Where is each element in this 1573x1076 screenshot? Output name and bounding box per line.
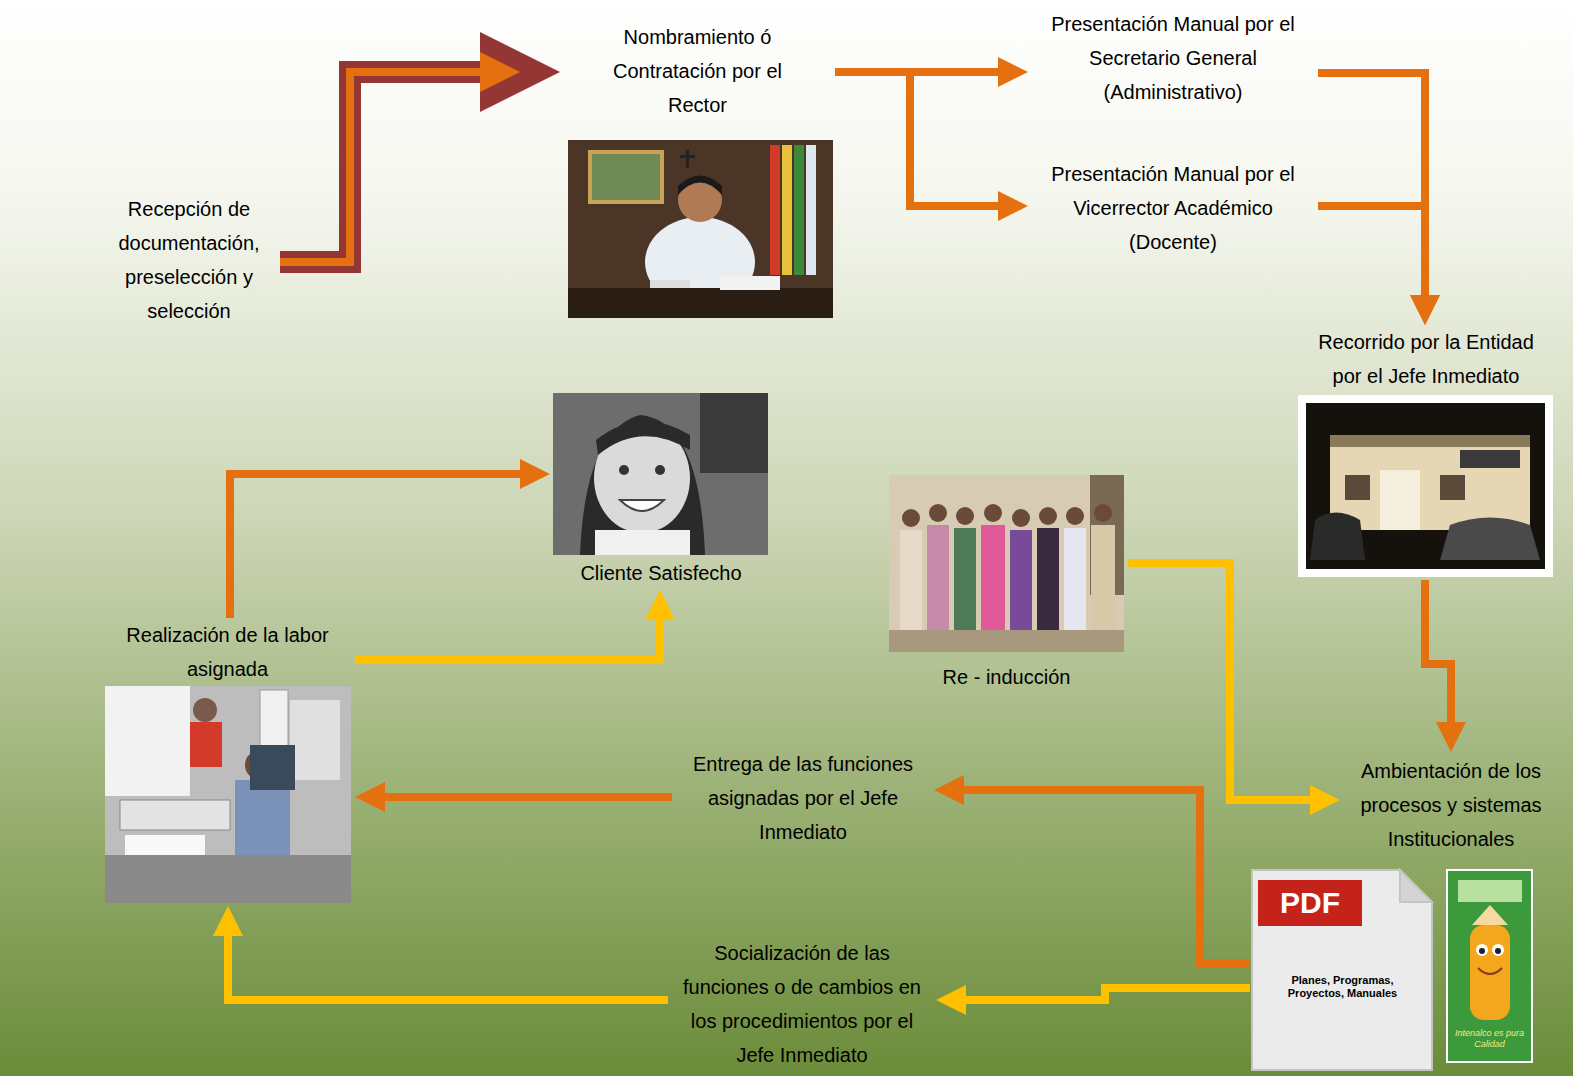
flow-arrow [964,790,1250,963]
process-photo-box: Realización de la labor asignada [100,618,355,906]
node-label: Entrega de las funciones asignadas por e… [686,747,921,849]
node-label: Cliente Satisfecho [556,556,766,590]
arrow-line [835,72,998,206]
quality-pencil-logo [1447,870,1532,1062]
node-label: Realización de la labor asignada [113,618,343,686]
node-label: Presentación Manual por el Secretario Ge… [1036,7,1311,109]
process-photo-box: Nombramiento ó Contratación por el Recto… [560,20,835,320]
process-text: Presentación Manual por el Secretario Ge… [1028,5,1318,111]
process-text: Entrega de las funciones asignadas por e… [672,745,934,851]
result-photo-box: Cliente Satisfecho [550,390,772,590]
node-label: Recepción de documentación, preselección… [101,192,277,328]
flow-arrow [1318,73,1425,295]
label-holder: Intenalco es pura Calidad [1449,1028,1530,1050]
office-photo [105,686,351,903]
node-body: Planes, Programas, Proyectos, Manuales [1287,974,1399,1000]
double-arrow [280,72,480,262]
arrow-line [1318,73,1425,295]
arrow-outer [280,72,480,262]
document-icon-box: PDF Planes, Programas, Proyectos, Manuale… [1250,868,1435,1073]
arrow-line [385,793,672,801]
group-photo [889,475,1124,652]
flow-arrow [966,988,1250,1000]
flow-arrow [385,797,672,798]
arrow-inner [280,72,480,262]
process-text: Ambientación de los procesos y sistemas … [1340,752,1562,858]
process-text: Socialización de las funciones o de camb… [668,934,936,1074]
slogan-text: Intenalco es pura Calidad [1449,1028,1530,1050]
node-label: Recorrido por la Entidad por el Jefe Inm… [1309,325,1544,393]
arrow-line [355,620,660,660]
flow-arrow [1425,580,1451,722]
flow-arrow [228,936,668,1000]
arrow-line [1425,580,1451,722]
building-photo [1298,395,1553,577]
arrow-line [228,936,668,1000]
node-label: Ambientación de los procesos y sistemas … [1349,754,1554,856]
flow-arrow [230,474,520,618]
node-label: Socialización de las funciones o de camb… [680,936,925,1072]
arrow-line [230,474,520,618]
process-text: Recepción de documentación, preselección… [98,190,280,330]
rector-photo [568,140,833,318]
arrow-line [964,790,1250,963]
arrow-line [1128,563,1310,800]
process-photo-box: Recorrido por la Entidad por el Jefe Inm… [1296,325,1556,580]
flow-arrow [1318,206,1425,295]
flow-arrow [835,72,998,206]
pdf-document-icon [1252,870,1432,1070]
node-label: Presentación Manual por el Vicerrector A… [1036,157,1311,259]
child-photo [553,393,768,555]
flow-arrow [1128,563,1310,800]
node-label: Nombramiento ó Contratación por el Recto… [598,20,798,122]
flow-arrow [355,620,660,660]
node-label: Re - inducción [892,660,1122,694]
arrow-line [966,988,1250,1000]
process-text: Presentación Manual por el Vicerrector A… [1028,155,1318,261]
process-photo-box: Re - inducción [885,472,1128,694]
arrow-line [1318,206,1425,295]
node-label: PDF [1258,880,1362,926]
